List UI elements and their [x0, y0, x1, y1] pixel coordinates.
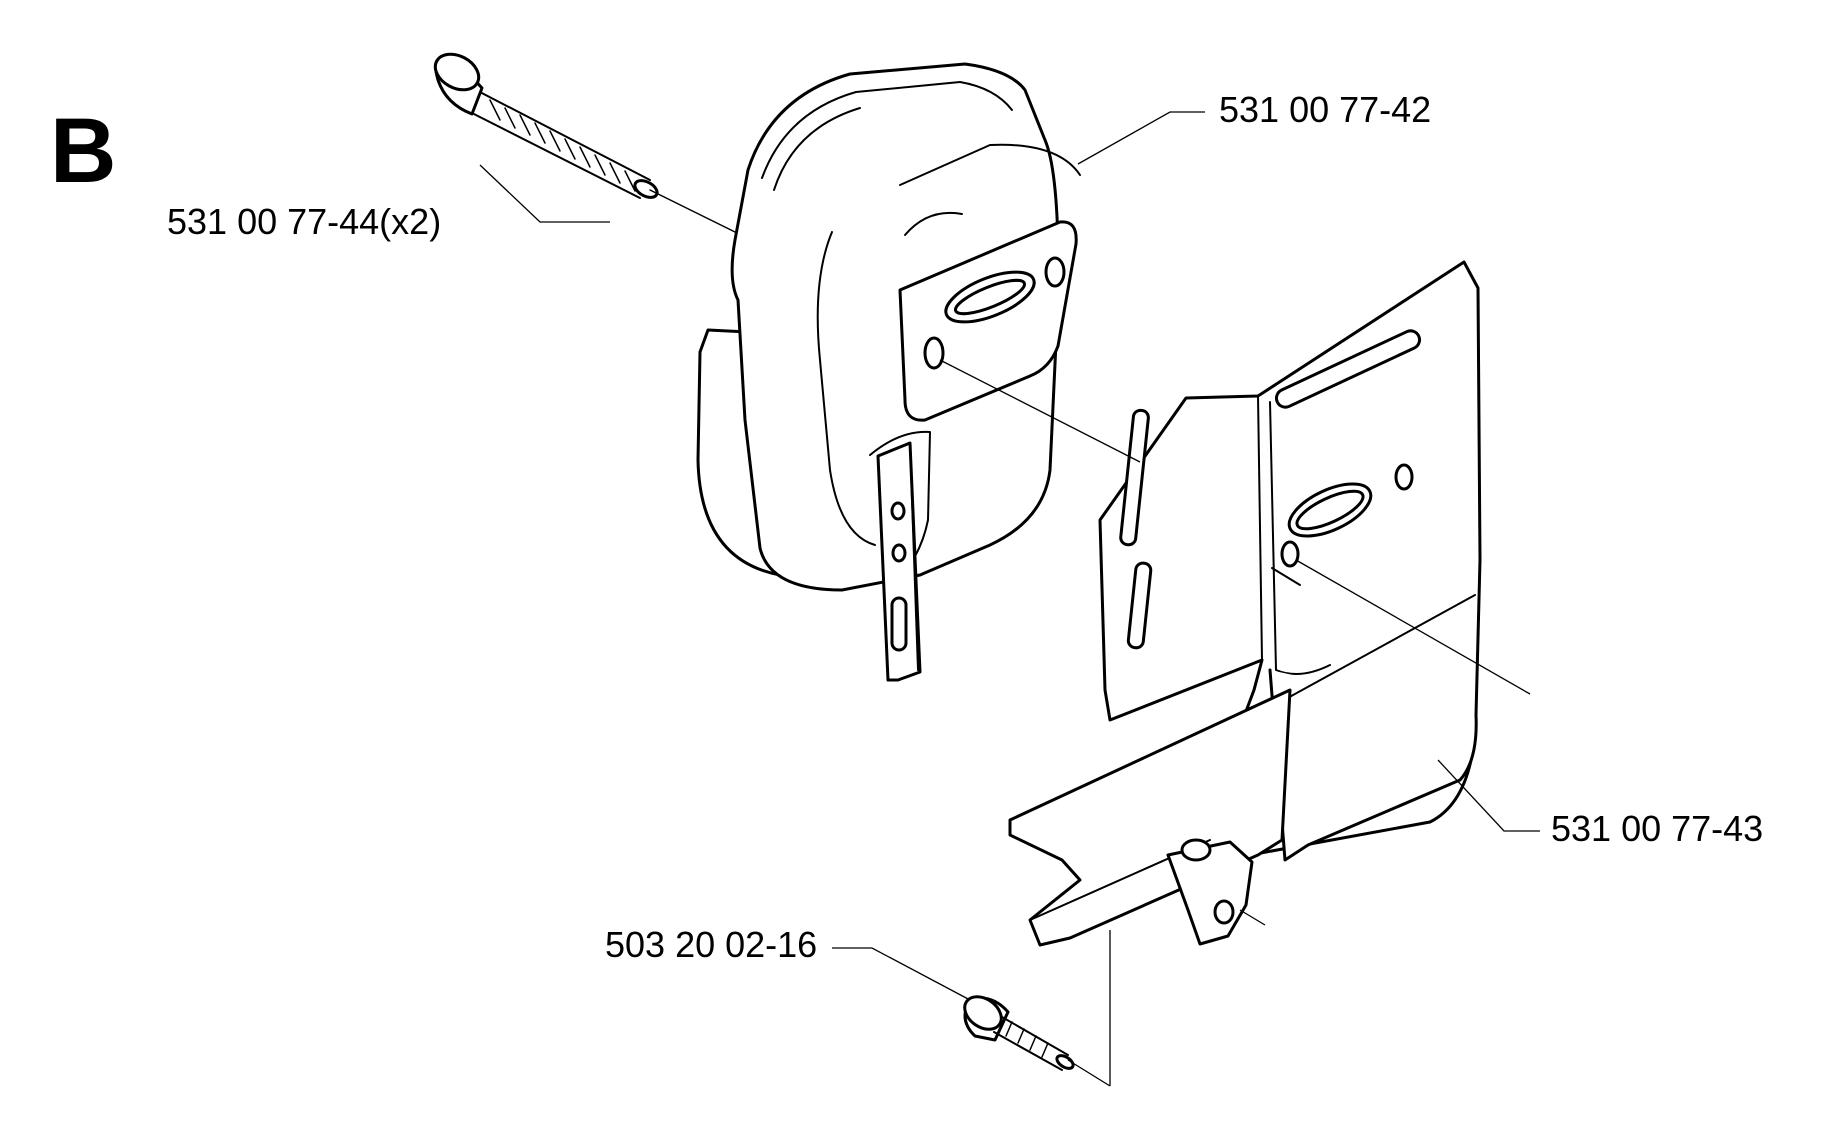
heat-shield-drawing: [1008, 260, 1482, 947]
label-muffler-bolt: 531 00 77-44(x2): [167, 201, 441, 242]
muffler-bolt-drawing: [433, 52, 736, 233]
shield-screw-drawing: [963, 995, 1075, 1071]
muffler-drawing: [696, 62, 1081, 682]
label-heat-shield: 531 00 77-43: [1551, 808, 1763, 849]
section-letter: B: [50, 100, 116, 202]
alignment-lines: [479, 111, 1540, 1087]
label-shield-screw: 503 20 02-16: [605, 924, 817, 965]
label-muffler: 531 00 77-42: [1219, 89, 1431, 130]
